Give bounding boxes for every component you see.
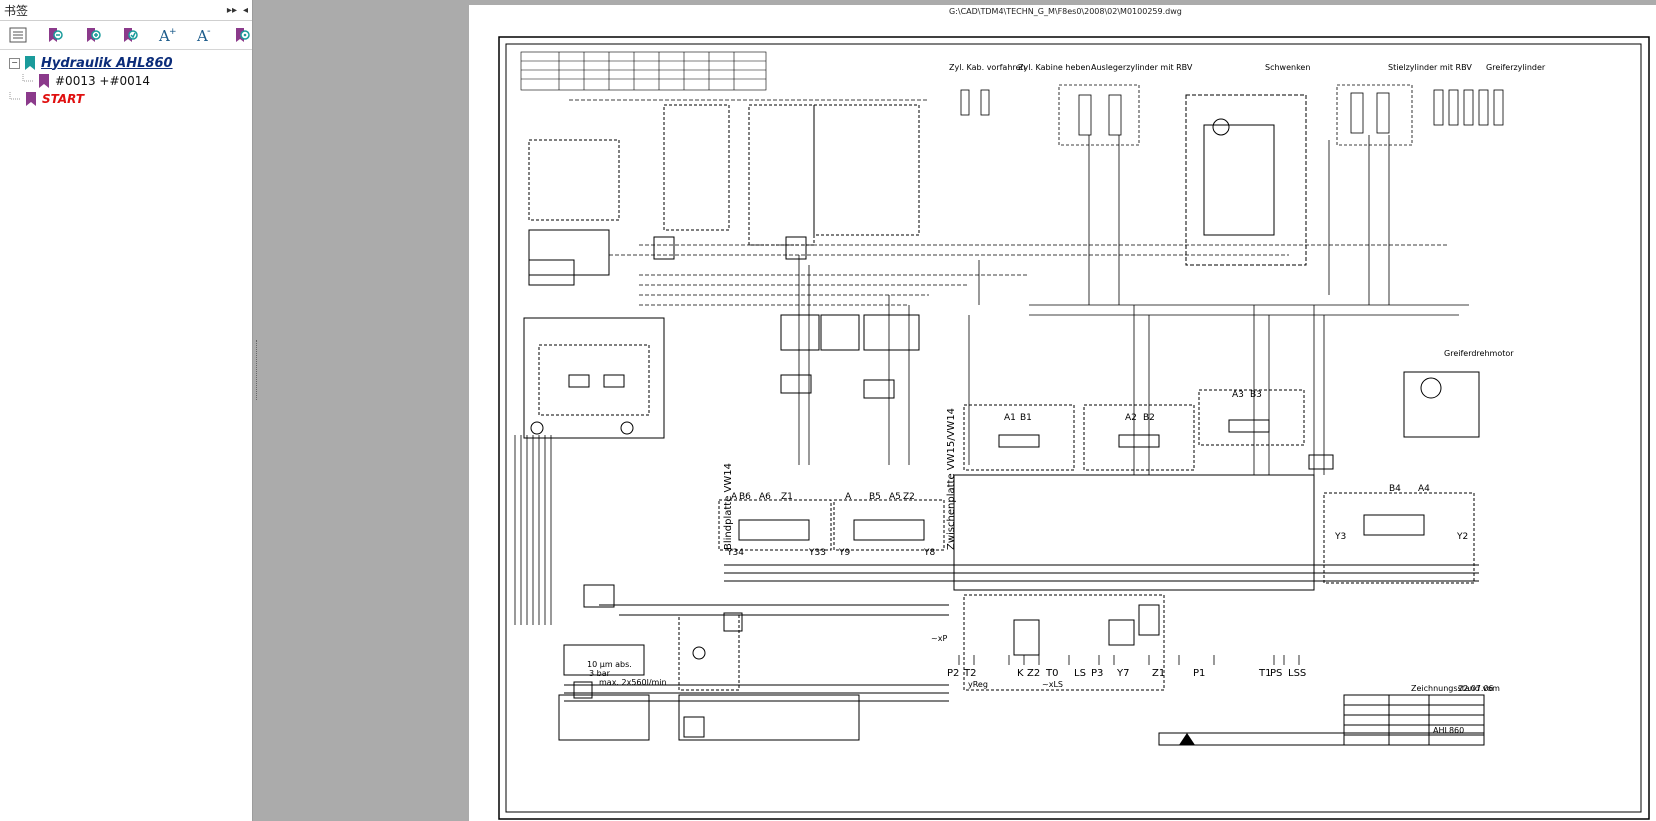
file-path: G:\CAD\TDM4\TECHN_G_M\F8es0\2008\02\M010…	[949, 7, 1182, 16]
port-ls: LS	[1074, 668, 1086, 679]
bookmark-expand-icon[interactable]	[120, 25, 139, 45]
label-y33: Y33	[808, 548, 826, 558]
label-zwischenplatte: Zwischenplatte VW15/VW14	[946, 408, 957, 550]
header-zyl-kabine-heben: Zyl. Kabine heben	[1018, 63, 1090, 72]
label-a-left: A	[731, 492, 738, 502]
flow-text: max. 2x560l/min	[599, 678, 667, 687]
titleblock-model: AHL860	[1433, 726, 1464, 735]
port-z2: Z2	[1027, 668, 1040, 679]
label-y3: Y3	[1334, 532, 1346, 542]
header-greiferdrehmotor: Greiferdrehmotor	[1444, 349, 1514, 358]
filter-text: 10 µm abs.	[587, 660, 632, 669]
bookmark-label: START	[42, 92, 85, 106]
bookmark-item-hydraulik[interactable]: − Hydraulik AHL860	[0, 54, 252, 72]
label-y9: Y9	[838, 548, 850, 558]
drawing-stand-label: Zeichnungsstand vom	[1411, 684, 1500, 693]
bookmarks-header: 书签 ▸▸ ◂	[0, 0, 252, 21]
svg-text:+: +	[169, 27, 176, 37]
tree-line-icon	[22, 74, 33, 82]
collapse-icon[interactable]: −	[9, 57, 20, 69]
label-z1: Z1	[781, 492, 793, 502]
port-p1: P1	[1193, 668, 1205, 679]
header-stielzylinder: Stielzylinder mit RBV	[1388, 63, 1472, 72]
drawing-stand-date: 22.07.06	[1458, 684, 1494, 693]
svg-text:A: A	[196, 27, 208, 44]
port-t0: T0	[1045, 668, 1058, 679]
port-p3: P3	[1091, 668, 1103, 679]
label-b1: B1	[1020, 413, 1032, 423]
label-a5: A5	[889, 492, 901, 502]
svg-text:-: -	[207, 26, 211, 37]
port-y7: Y7	[1116, 668, 1129, 679]
label-a2: A2	[1125, 413, 1137, 423]
bookmark-label: #0013 +#0014	[55, 74, 151, 88]
header-auslegerzylinder: Auslegerzylinder mit RBV	[1091, 63, 1193, 72]
bookmark-item-0013[interactable]: #0013 +#0014	[0, 72, 252, 90]
tree-line-icon	[9, 92, 20, 100]
bookmark-find-icon[interactable]	[233, 25, 252, 45]
label-b3: B3	[1250, 390, 1262, 400]
bookmark-delete-icon[interactable]	[45, 25, 64, 45]
panel-collapse-icon[interactable]: ◂	[242, 4, 248, 16]
header-greiferzylinder: Greiferzylinder	[1486, 63, 1546, 72]
label-yreg: yReg	[968, 680, 988, 689]
label-y34: Y34	[726, 548, 744, 558]
port-t2: T2	[963, 668, 976, 679]
label-b6: B6	[739, 492, 751, 502]
bookmarks-toolbar: A+ A-	[0, 21, 252, 50]
bookmarks-panel: 书签 ▸▸ ◂ A+ A- − Hydrauli	[0, 0, 253, 821]
port-p2: P2	[947, 668, 959, 679]
panel-expand-icon[interactable]: ▸▸	[226, 4, 237, 16]
label-b4: B4	[1389, 484, 1401, 494]
font-increase-icon[interactable]: A+	[158, 25, 177, 45]
label-y2: Y2	[1456, 532, 1468, 542]
document-page: G:\CAD\TDM4\TECHN_G_M\F8es0\2008\02\M010…	[469, 5, 1656, 821]
label-a1: A1	[1004, 413, 1016, 423]
bookmark-add-icon[interactable]	[83, 25, 102, 45]
font-decrease-icon[interactable]: A-	[195, 25, 214, 45]
label-b2: B2	[1143, 413, 1155, 423]
label-xls: ~xLS	[1042, 680, 1063, 689]
bookmark-label: Hydraulik AHL860	[41, 55, 173, 71]
svg-text:A: A	[158, 27, 170, 44]
port-t1: T1	[1258, 668, 1271, 679]
bookmark-item-start[interactable]: START	[0, 90, 252, 108]
port-ps: PS	[1270, 668, 1282, 679]
label-xp: ~xP	[931, 634, 947, 643]
port-z1: Z1	[1152, 668, 1165, 679]
label-y8: Y8	[923, 548, 935, 558]
bookmark-tree: − Hydraulik AHL860 #0013 +#0014 START	[0, 50, 252, 108]
bookmark-icon	[26, 92, 36, 106]
label-a4: A4	[1418, 484, 1430, 494]
panel-splitter-handle[interactable]	[256, 340, 259, 400]
header-schwenken: Schwenken	[1265, 63, 1310, 72]
hydraulic-schematic: Zyl. Kab. vorfahren Zyl. Kabine heben Au…	[498, 36, 1650, 820]
bookmark-icon	[39, 74, 49, 88]
label-a6: A6	[759, 492, 771, 502]
label-blindplatte: Blindplatte VW14	[723, 463, 734, 550]
filter-bar: 3 bar	[589, 669, 611, 678]
bookmark-options-icon[interactable]	[8, 25, 27, 45]
bookmarks-title: 书签	[4, 3, 29, 18]
label-a3: A3	[1232, 390, 1244, 400]
port-lss: LSS	[1288, 668, 1306, 679]
label-a-mid: A	[845, 492, 852, 502]
header-zyl-kab-vorfahren: Zyl. Kab. vorfahren	[949, 63, 1026, 72]
bookmark-icon	[25, 56, 35, 70]
label-z2: Z2	[903, 492, 915, 502]
label-b5: B5	[869, 492, 881, 502]
port-k: K	[1017, 668, 1024, 679]
